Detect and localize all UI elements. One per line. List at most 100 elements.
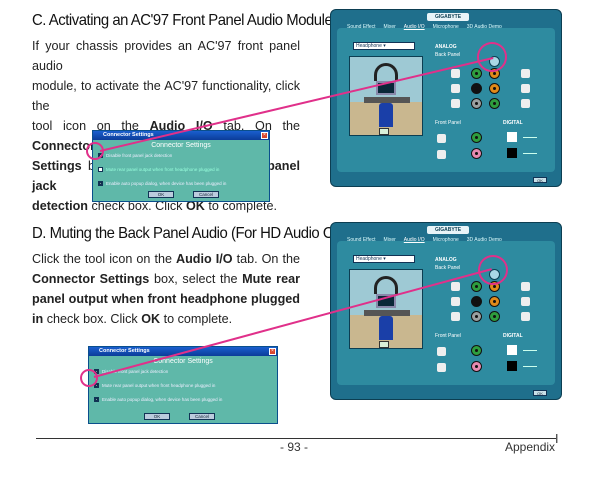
cancel-button[interactable]: Cancel [193, 191, 219, 198]
section-c-heading: C. Activating an AC'97 Front Panel Audio… [32, 12, 336, 29]
ok-button[interactable]: OK [148, 191, 174, 198]
body-line: tool icon on the Audio I/O tab. On the C… [32, 119, 301, 153]
jack-icon [489, 296, 500, 307]
dialog-option[interactable]: ✓Enable auto popup dialog, when device h… [98, 180, 226, 187]
jack-icon [471, 98, 482, 109]
checkbox[interactable]: ✓ [98, 181, 104, 188]
dialog-heading: Connector Settings [153, 358, 213, 365]
dialog-option[interactable]: ✓Mute rear panel output when front headp… [94, 382, 215, 389]
option-label: Enable auto popup dialog, when device ha… [106, 181, 227, 186]
bold-term: Audio I/O [176, 252, 233, 266]
footer-rule [36, 438, 556, 439]
bold-term: in [32, 312, 44, 326]
signal-icon [523, 366, 537, 369]
tab-bar: Sound Effect Mixer Audio I/O Microphone 3D A… [347, 237, 551, 245]
spdif-icon [507, 361, 517, 371]
analog-label: ANALOG [435, 44, 457, 50]
checkbox[interactable] [98, 167, 103, 173]
checkbox[interactable]: ✓ [94, 397, 100, 404]
close-icon[interactable]: × [269, 348, 276, 355]
tab-bar: Sound Effect Mixer Audio I/O Microphone 3D A… [347, 24, 551, 32]
body-line: module, to activate the AC'97 functional… [32, 79, 300, 113]
bold-term: Settings [32, 159, 82, 173]
cancel-button[interactable]: Cancel [189, 413, 215, 420]
analog-label: ANALOG [435, 257, 457, 263]
dialog-heading: Connector Settings [151, 142, 211, 149]
jack-icon [471, 148, 482, 159]
tab-sound-effect[interactable]: Sound Effect [347, 24, 376, 30]
option-label: Mute rear panel output when front headph… [102, 383, 216, 388]
jack-icon [471, 83, 482, 94]
tab-microphone[interactable]: Microphone [432, 24, 459, 30]
mic-icon [437, 363, 446, 372]
tab-sound-effect[interactable]: Sound Effect [347, 237, 376, 243]
speaker-icon [451, 69, 460, 78]
device-select[interactable]: Headphone ▾ [353, 42, 415, 50]
bold-term: Audio I/O [149, 119, 213, 133]
jack-icon [471, 311, 482, 322]
headphone-icon [437, 134, 446, 143]
chair-shape [379, 103, 393, 127]
play-button[interactable] [379, 128, 389, 135]
tab-3d-audio-demo[interactable]: 3D Audio Demo [466, 24, 502, 30]
front-panel-label: Front Panel [435, 333, 461, 339]
jack-icon [471, 296, 482, 307]
signal-icon [523, 137, 537, 140]
highlight-circle-d-dialog [80, 369, 98, 387]
section-d-body: Click the tool icon on the Audio I/O tab… [32, 249, 300, 329]
room-illustration [349, 269, 423, 349]
dialog-option[interactable]: ✓Enable auto popup dialog, when device h… [94, 396, 222, 403]
checkbox[interactable]: ✓ [94, 383, 100, 390]
option-label: Disable front panel jack detection [102, 369, 169, 374]
spdif-icon [507, 345, 517, 355]
speaker-icon [451, 297, 460, 306]
bold-term: Mute rear [242, 272, 300, 286]
option-label: Mute rear panel output when front headph… [106, 167, 220, 172]
footer-section: Appendix [505, 440, 556, 454]
headphones-icon [374, 63, 398, 81]
play-button[interactable] [379, 341, 389, 348]
spdif-icon [507, 132, 517, 142]
desk-shape [364, 310, 410, 316]
ok-button[interactable]: OK [533, 390, 547, 396]
bold-term: Connector Settings [32, 272, 150, 286]
tab-mixer[interactable]: Mixer [383, 237, 396, 243]
tab-3d-audio-demo[interactable]: 3D Audio Demo [466, 237, 502, 243]
body-line: Connector Settings box, select the Mute … [32, 272, 300, 286]
speaker-icon [451, 99, 460, 108]
output-icon [521, 69, 530, 78]
bold-term: panel output when front headphone plugge… [32, 292, 300, 306]
audio-panel-bottom: GIGABYTE Sound Effect Mixer Audio I/O Microp… [330, 222, 562, 400]
front-panel-label: Front Panel [435, 120, 461, 126]
dialog-option[interactable]: ✓Disable front panel jack detection [98, 152, 172, 159]
jack-icon [489, 83, 500, 94]
digital-label: DIGITAL [503, 333, 523, 339]
speaker-icon [451, 312, 460, 321]
connector-settings-dialog-c: Connector Settings×Connector Settings✓Di… [92, 130, 270, 202]
ok-button[interactable]: OK [144, 413, 170, 420]
close-icon[interactable]: × [261, 132, 268, 139]
tab-audio-i-o[interactable]: Audio I/O [403, 24, 425, 30]
output-icon [521, 297, 530, 306]
body-line: in check box. Click OK to complete. [32, 312, 233, 326]
body-line: If your chassis provides an AC'97 front … [32, 39, 300, 73]
jack-icon [471, 132, 482, 143]
output-icon [521, 99, 530, 108]
device-select[interactable]: Headphone ▾ [353, 255, 415, 263]
connector-settings-dialog-d: Connector Settings×Connector Settings✓Di… [88, 346, 278, 424]
ok-button[interactable]: OK [533, 177, 547, 183]
page-number: - 93 - [280, 440, 309, 454]
output-icon [521, 84, 530, 93]
speaker-icon [451, 282, 460, 291]
tab-audio-i-o[interactable]: Audio I/O [403, 237, 425, 243]
chair-shape [379, 316, 393, 340]
highlight-circle-tool-icon [478, 255, 508, 285]
dialog-option[interactable]: Mute rear panel output when front headph… [98, 166, 219, 173]
brand-logo: GIGABYTE [427, 226, 469, 234]
tab-mixer[interactable]: Mixer [383, 24, 396, 30]
jack-icon [471, 345, 482, 356]
headphone-icon [437, 347, 446, 356]
output-icon [521, 282, 530, 291]
tab-microphone[interactable]: Microphone [432, 237, 459, 243]
